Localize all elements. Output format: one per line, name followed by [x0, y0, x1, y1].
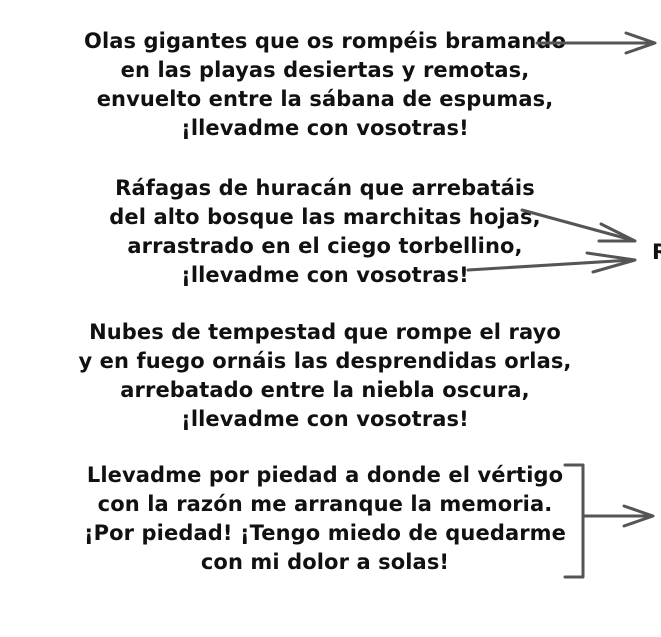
verse-line: ¡Por piedad! ¡Tengo miedo de quedarme [83, 521, 567, 545]
stanza-4: Llevadme por piedad a donde el vértigo c… [0, 461, 650, 577]
verse-line: y en fuego ornáis las desprendidas orlas… [78, 349, 572, 373]
stanza-1: Olas gigantes que os rompéis bramando en… [0, 27, 650, 143]
verse-line: Nubes de tempestad que rompe el rayo [89, 320, 561, 344]
side-annotation-label: R [652, 240, 661, 264]
verse-line: arrebatado entre la niebla oscura, [120, 378, 530, 402]
verse-line: del alto bosque las marchitas hojas, [109, 205, 541, 229]
verse-line: arrastrado en el ciego torbellino, [127, 234, 523, 258]
verse-line: envuelto entre la sábana de espumas, [96, 87, 554, 111]
verse-line: ¡llevadme con vosotras! [181, 263, 469, 287]
verse-line: Ráfagas de huracán que arrebatáis [115, 176, 535, 200]
stanza-3: Nubes de tempestad que rompe el rayo y e… [0, 318, 650, 434]
verse-line: Llevadme por piedad a donde el vértigo [86, 463, 564, 487]
stanza-2: Ráfagas de huracán que arrebatáis del al… [0, 174, 650, 290]
verse-line: en las playas desiertas y remotas, [120, 58, 530, 82]
verse-line: Olas gigantes que os rompéis bramando [84, 29, 566, 53]
verse-line: ¡llevadme con vosotras! [181, 116, 469, 140]
verse-line: ¡llevadme con vosotras! [181, 407, 469, 431]
verse-line: con mi dolor a solas! [200, 550, 450, 574]
verse-line: con la razón me arranque la memoria. [97, 492, 553, 516]
